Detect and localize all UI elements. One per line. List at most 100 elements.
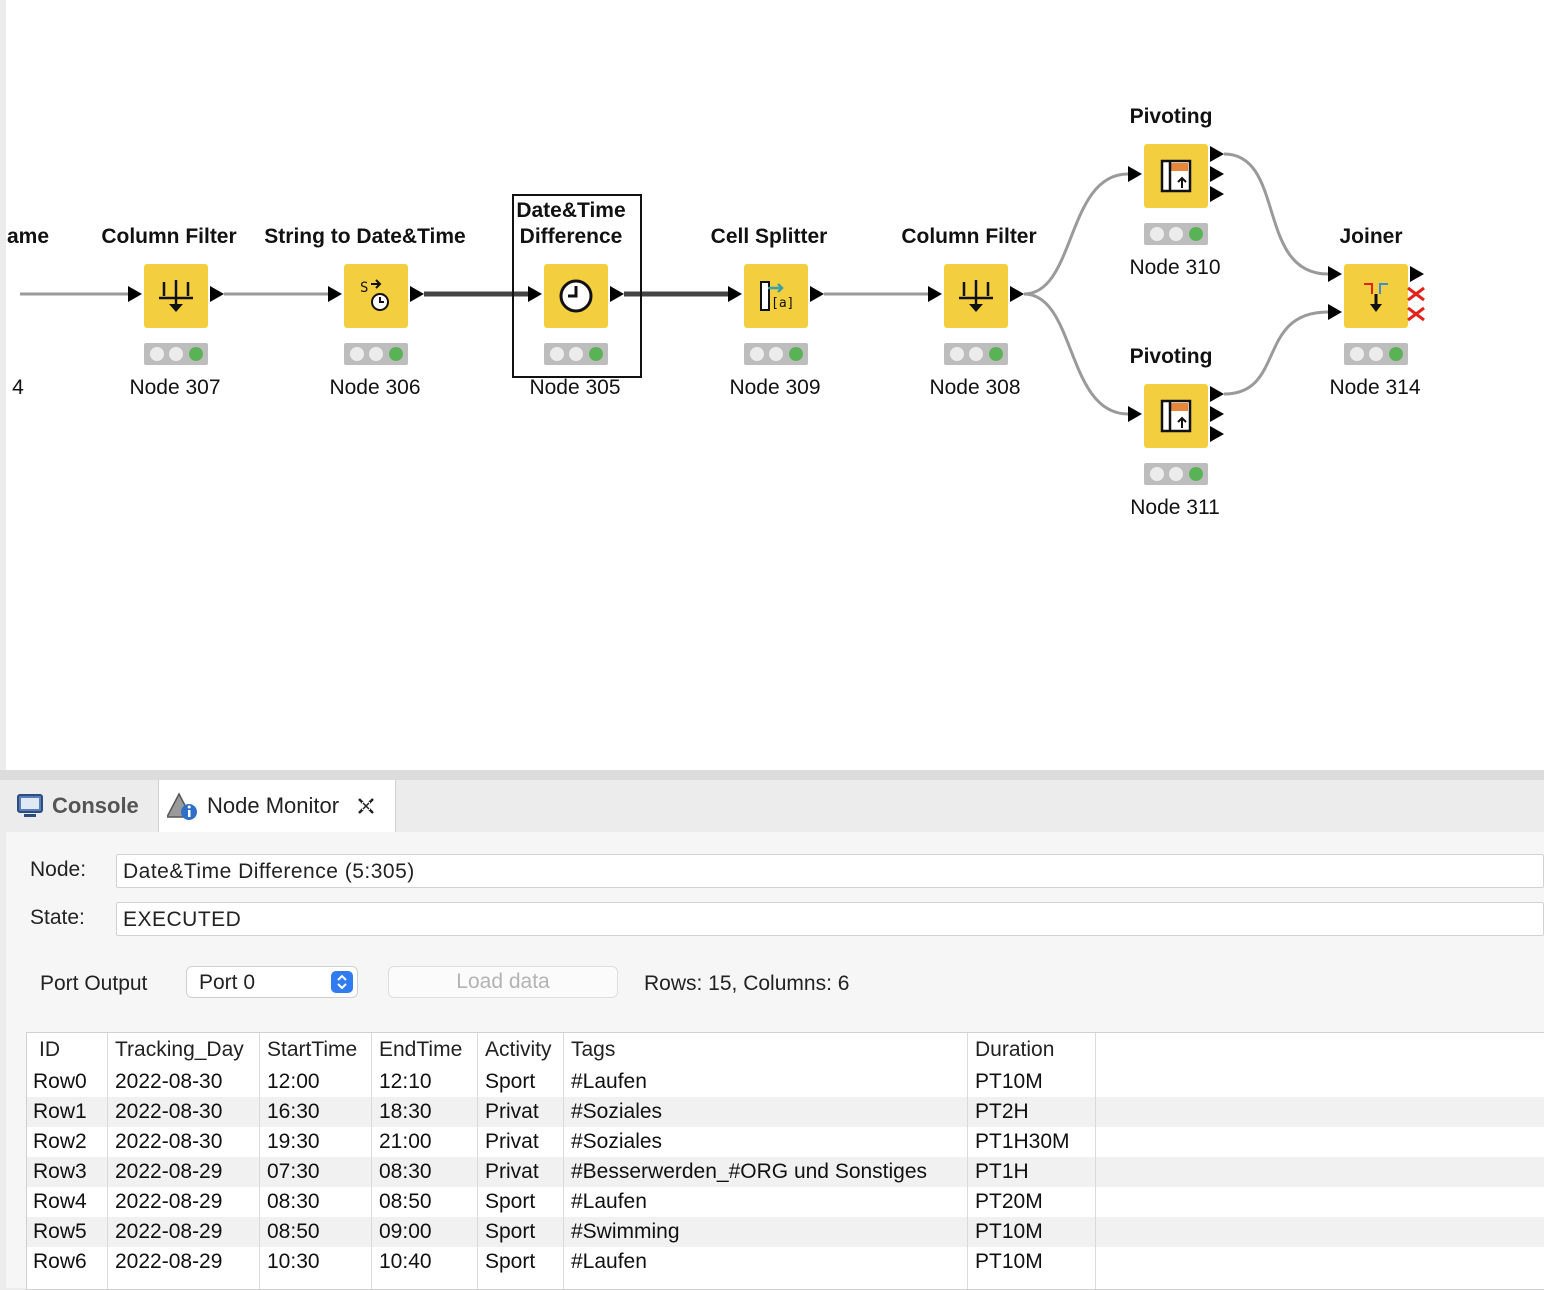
node-label[interactable]: Node 307 (129, 376, 221, 399)
output-data-table[interactable]: ID Tracking_Day StartTime EndTime Activi… (26, 1032, 1544, 1290)
table-cell[interactable]: 12:00 (267, 1070, 320, 1093)
table-row[interactable]: Row6 2022-08-29 10:30 10:40 Sport #Laufen PT10… (27, 1247, 1544, 1277)
table-cell[interactable]: Privat (485, 1160, 539, 1183)
column-filter-node[interactable] (144, 264, 208, 328)
table-cell[interactable]: 2022-08-29 (115, 1160, 223, 1183)
table-cell[interactable]: #Laufen (571, 1250, 647, 1273)
table-cell[interactable]: PT1H (975, 1160, 1029, 1183)
output-port[interactable] (1210, 186, 1224, 202)
table-cell[interactable]: Sport (485, 1190, 536, 1213)
connection-wire[interactable] (1223, 310, 1329, 396)
node-label[interactable]: Node 306 (329, 376, 421, 399)
table-cell[interactable]: 2022-08-29 (115, 1250, 223, 1273)
table-cell[interactable]: 10:30 (267, 1250, 320, 1273)
table-cell[interactable]: 08:50 (267, 1220, 320, 1243)
node-label[interactable]: Node 314 (1329, 376, 1421, 399)
node-label[interactable]: Node 305 (529, 376, 621, 399)
table-cell[interactable]: 08:30 (379, 1160, 432, 1183)
column-header[interactable]: Duration (975, 1038, 1055, 1061)
tab-node-monitor[interactable]: Node Monitor (158, 780, 396, 832)
connection-wire[interactable] (1223, 152, 1329, 276)
string-to-datetime-node[interactable]: S (344, 264, 408, 328)
port-select[interactable]: Port 0 (186, 966, 358, 998)
table-cell[interactable]: Privat (485, 1130, 539, 1153)
output-port[interactable] (1210, 426, 1224, 442)
column-header[interactable]: StartTime (267, 1038, 358, 1061)
row-id-cell[interactable]: Row2 (33, 1130, 87, 1153)
connection-wire[interactable] (1023, 172, 1129, 296)
table-cell[interactable]: 2022-08-30 (115, 1070, 223, 1093)
column-header[interactable]: EndTime (379, 1038, 463, 1061)
table-row[interactable]: Row5 2022-08-29 08:50 09:00 Sport #Swimming PT… (27, 1217, 1544, 1247)
row-id-cell[interactable]: Row0 (33, 1070, 87, 1093)
table-cell[interactable]: PT1H30M (975, 1130, 1070, 1153)
row-id-cell[interactable]: Row5 (33, 1220, 87, 1243)
table-cell[interactable]: PT20M (975, 1190, 1043, 1213)
table-cell[interactable]: 19:30 (267, 1130, 320, 1153)
cell-splitter-node[interactable]: [a] (744, 264, 808, 328)
table-cell[interactable]: 10:40 (379, 1250, 432, 1273)
table-cell[interactable]: #Soziales (571, 1130, 663, 1153)
node-label[interactable]: Node 308 (929, 376, 1021, 399)
row-id-cell[interactable]: Row3 (33, 1160, 87, 1183)
table-cell[interactable]: Privat (485, 1100, 539, 1123)
table-cell[interactable]: #Soziales (571, 1100, 663, 1123)
table-cell[interactable]: PT2H (975, 1100, 1029, 1123)
table-cell[interactable]: 2022-08-30 (115, 1100, 223, 1123)
table-cell[interactable]: 09:00 (379, 1220, 432, 1243)
input-port[interactable] (928, 286, 942, 302)
input-port[interactable] (328, 286, 342, 302)
table-cell[interactable]: 18:30 (379, 1100, 432, 1123)
table-cell[interactable]: Sport (485, 1220, 536, 1243)
table-cell[interactable]: #Besserwerden_#ORG und Sonstiges (571, 1160, 928, 1183)
node-label[interactable]: Node 309 (729, 376, 821, 399)
output-port[interactable] (1210, 166, 1224, 182)
joiner-node[interactable] (1344, 264, 1408, 328)
table-cell[interactable]: 12:10 (379, 1070, 432, 1093)
input-port[interactable] (1328, 304, 1342, 320)
datetime-difference-node[interactable] (544, 264, 608, 328)
table-cell[interactable]: 21:00 (379, 1130, 432, 1153)
column-header[interactable]: Tracking_Day (115, 1038, 244, 1061)
row-id-cell[interactable]: Row6 (33, 1250, 87, 1273)
table-cell[interactable]: PT10M (975, 1250, 1043, 1273)
input-port[interactable] (1128, 406, 1142, 422)
output-port[interactable] (210, 286, 224, 302)
column-filter-node[interactable] (944, 264, 1008, 328)
pivoting-node[interactable] (1144, 384, 1208, 448)
close-tab-icon[interactable] (355, 795, 377, 817)
column-header[interactable]: Activity (485, 1038, 552, 1061)
table-cell[interactable]: 08:50 (379, 1190, 432, 1213)
table-cell[interactable]: PT10M (975, 1220, 1043, 1243)
load-data-button[interactable]: Load data (388, 966, 618, 998)
column-header[interactable]: ID (39, 1038, 60, 1061)
table-cell[interactable]: #Swimming (571, 1220, 680, 1243)
table-cell[interactable]: 2022-08-29 (115, 1190, 223, 1213)
panel-divider[interactable] (0, 770, 1544, 780)
output-port[interactable] (1210, 146, 1224, 162)
output-port[interactable] (810, 286, 824, 302)
table-cell[interactable]: 2022-08-29 (115, 1220, 223, 1243)
workflow-canvas[interactable]: ame 4 Column Filter Node 307 String to D… (6, 0, 1544, 770)
output-port[interactable] (610, 286, 624, 302)
tab-console[interactable]: Console (16, 780, 139, 832)
table-cell[interactable]: PT10M (975, 1070, 1043, 1093)
input-port[interactable] (128, 286, 142, 302)
row-id-cell[interactable]: Row1 (33, 1100, 87, 1123)
input-port[interactable] (1328, 266, 1342, 282)
row-id-cell[interactable]: Row4 (33, 1190, 87, 1213)
column-header[interactable]: Tags (571, 1038, 616, 1061)
output-port[interactable] (410, 286, 424, 302)
output-port[interactable] (1010, 286, 1024, 302)
input-port[interactable] (728, 286, 742, 302)
input-port[interactable] (1128, 166, 1142, 182)
node-label[interactable]: Node 310 (1129, 256, 1221, 279)
table-cell[interactable]: Sport (485, 1250, 536, 1273)
output-port[interactable] (1410, 266, 1424, 282)
connection-wire[interactable] (1023, 292, 1129, 416)
